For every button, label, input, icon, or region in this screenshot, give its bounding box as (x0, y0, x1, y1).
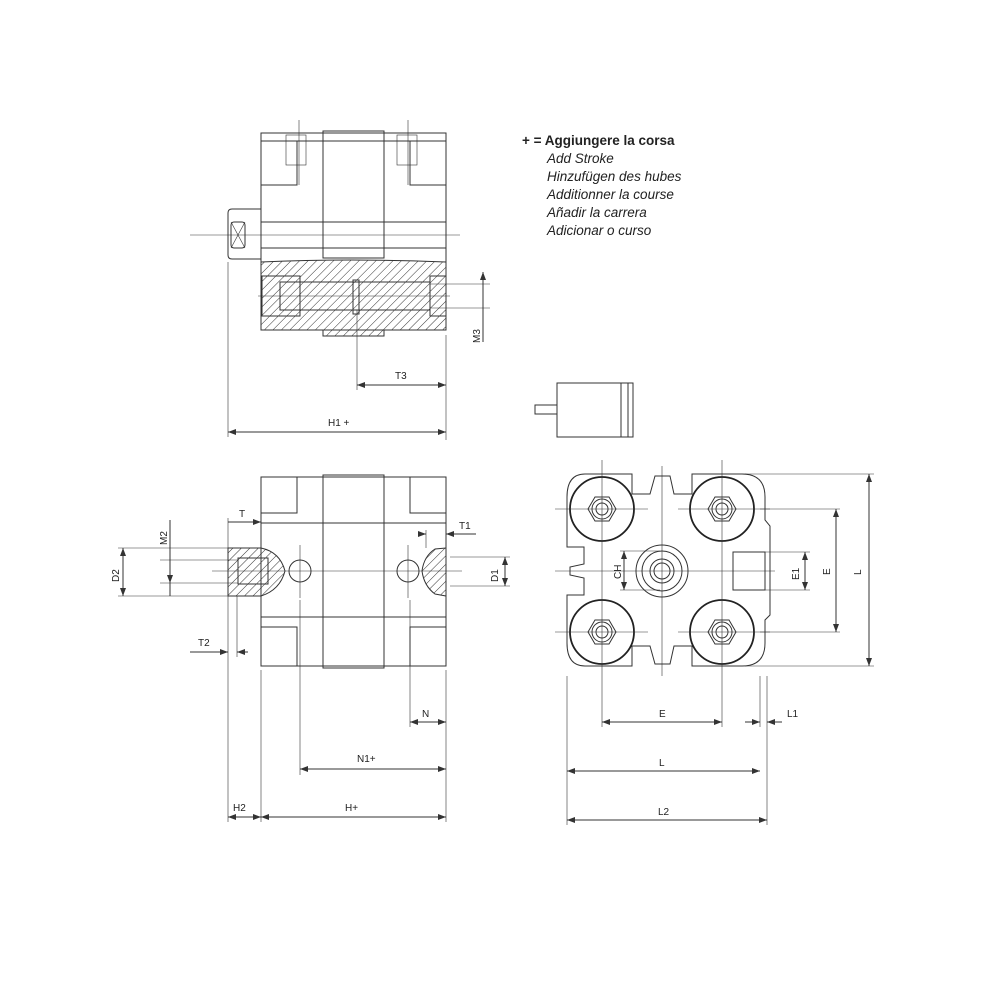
dim-t: T (239, 509, 245, 520)
section-cut (258, 259, 450, 337)
legend-line: Add Stroke (547, 151, 614, 166)
dim-e-horiz: E (659, 709, 666, 720)
legend-title: + = Aggiungere la corsa (522, 133, 675, 148)
dim-ch: CH (613, 565, 624, 579)
dim-l2: L2 (658, 807, 670, 818)
side-view: T T1 M2 D2 D1 T2 N N1+ H2 H+ (111, 474, 510, 822)
rod-end-nut (227, 208, 261, 260)
dim-d1: D1 (490, 569, 501, 582)
dim-m3: M3 (472, 329, 483, 343)
end-view: CH E1 E L E L1 L L2 (555, 460, 874, 825)
dim-t3: T3 (395, 371, 407, 382)
dim-l1: L1 (787, 709, 799, 720)
port-left (227, 547, 286, 597)
legend-line: Hinzufügen des hubes (547, 169, 682, 184)
piston-rod-end (635, 544, 689, 598)
legend-line: Añadir la carrera (547, 205, 647, 220)
legend-line: Adicionar o curso (547, 223, 652, 238)
dim-n: N (422, 709, 429, 720)
dim-l-horiz: L (659, 758, 665, 769)
legend-line: Additionner la course (547, 187, 674, 202)
dim-l-vert: L (853, 569, 864, 575)
mounting-screw-left (285, 120, 307, 185)
dim-t1: T1 (459, 521, 471, 532)
dim-e1: E1 (791, 567, 802, 580)
dim-t2: T2 (198, 638, 210, 649)
dim-h1: H1 + (328, 418, 350, 429)
top-view: M3 T3 H1 + (190, 120, 490, 440)
dim-e-vert: E (822, 568, 833, 575)
port-e1 (732, 551, 766, 591)
dim-d2: D2 (111, 569, 122, 582)
dim-h2: H2 (233, 803, 246, 814)
dim-h: H+ (345, 803, 358, 814)
dim-m2: M2 (159, 531, 170, 545)
port-right (421, 547, 447, 597)
mounting-screw-right (396, 120, 418, 185)
cylinder-symbol (534, 382, 634, 438)
dim-n1: N1+ (357, 754, 376, 765)
